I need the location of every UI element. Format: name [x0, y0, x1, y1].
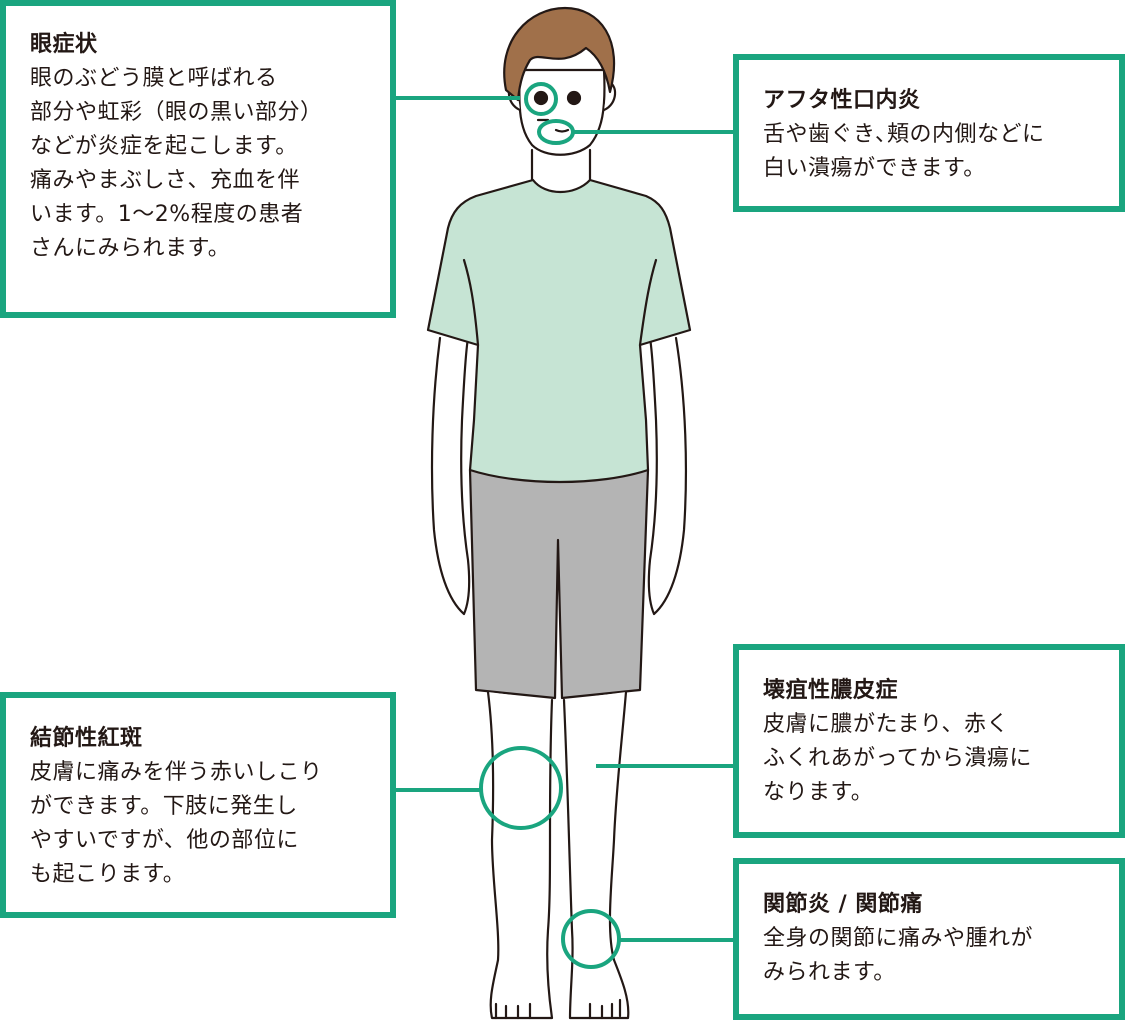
callout-pyoderma-gangrenosum: 壊疽性膿皮症 皮膚に膿がたまり、赤く ふくれあがってから潰瘍に なります。: [733, 644, 1125, 838]
callout-title: アフタ性口内炎: [763, 88, 921, 113]
callout-body: 皮膚に膿がたまり、赤く ふくれあがってから潰瘍に なります。: [763, 712, 1032, 805]
knee-marker: [479, 746, 563, 830]
callout-body: 皮膚に痛みを伴う赤いしこり ができます。下肢に発生し やすいですが、他の部位に …: [30, 760, 323, 887]
callout-title: 関節炎 / 関節痛: [763, 892, 923, 917]
ankle-marker: [561, 909, 621, 969]
callout-aphthous-stomatitis: アフタ性口内炎 舌や歯ぐき､頬の内側などに 白い潰瘍ができます。: [733, 54, 1125, 212]
shorts: [468, 468, 650, 700]
callout-body: 全身の関節に痛みや腫れが みられます。: [763, 926, 1034, 985]
left-arm: [430, 336, 471, 616]
callout-erythema-nodosum: 結節性紅斑 皮膚に痛みを伴う赤いしこり ができます。下肢に発生し やすいですが、…: [0, 692, 396, 918]
eye-marker: [524, 82, 558, 116]
callout-arthritis: 関節炎 / 関節痛 全身の関節に痛みや腫れが みられます。: [733, 858, 1125, 1020]
callout-eye-symptoms: 眼症状 眼のぶどう膜と呼ばれる 部分や虹彩（眼の黒い部分） などが炎症を起こしま…: [0, 0, 396, 318]
right-arm: [647, 336, 688, 616]
callout-title: 壊疽性膿皮症: [763, 678, 899, 703]
mouth-marker: [537, 119, 575, 145]
callout-title: 眼症状: [30, 32, 98, 57]
right-leg: [562, 690, 630, 1020]
callout-body: 眼のぶどう膜と呼ばれる 部分や虹彩（眼の黒い部分） などが炎症を起こします。 痛…: [30, 66, 323, 261]
callout-body: 舌や歯ぐき､頬の内側などに 白い潰瘍ができます。: [763, 122, 1045, 181]
left-leg: [486, 690, 554, 1020]
hair: [503, 6, 616, 102]
callout-title: 結節性紅斑: [30, 726, 143, 751]
shirt: [426, 178, 692, 484]
